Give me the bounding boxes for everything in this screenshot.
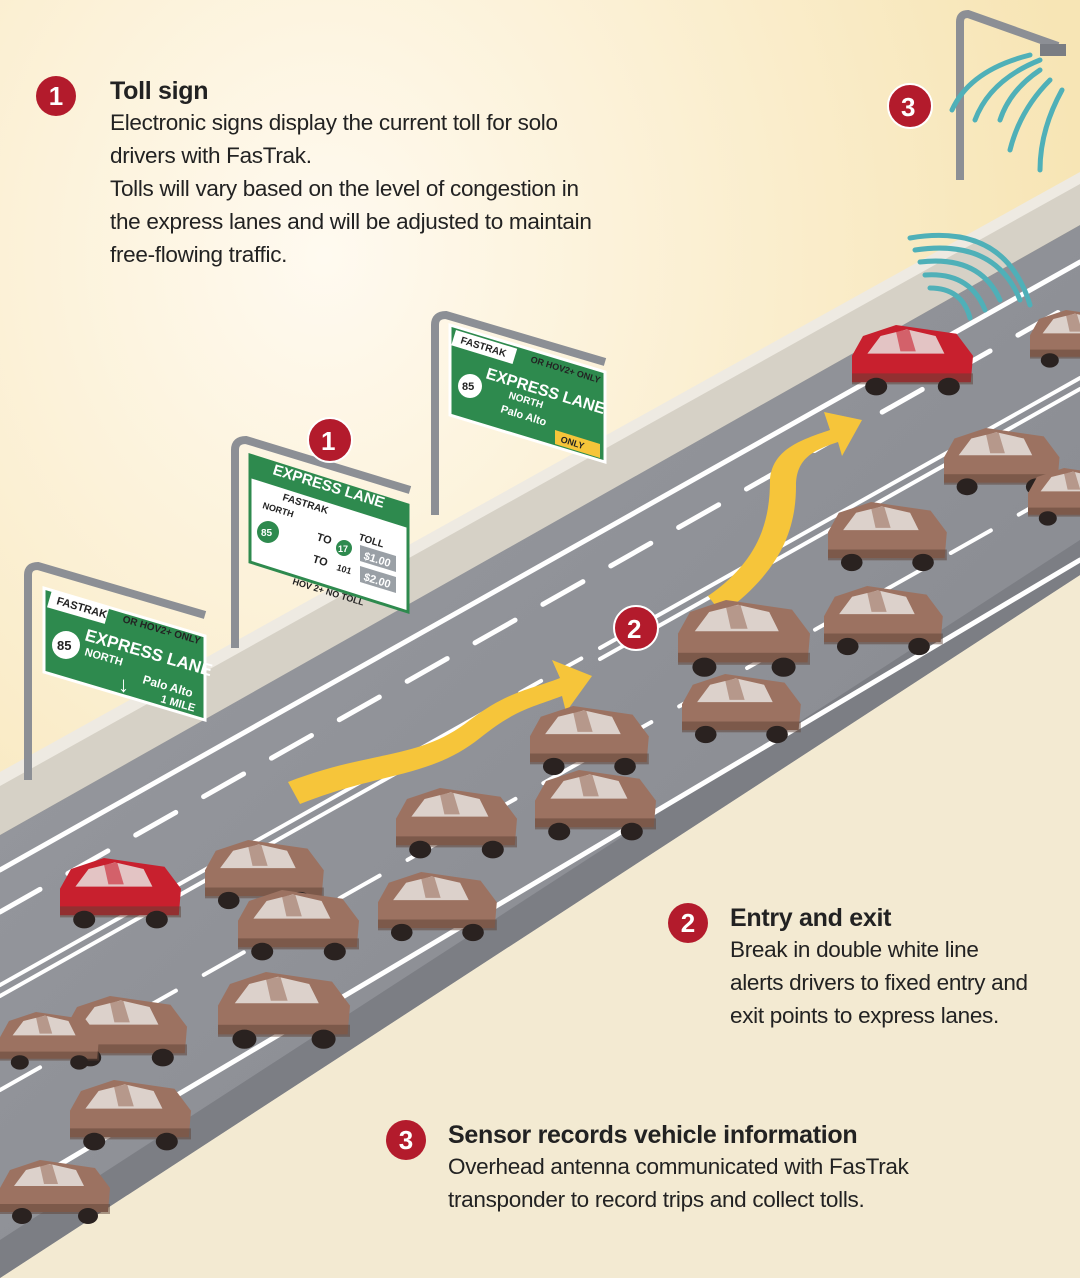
barrier-top (0, 172, 1080, 786)
callout-number-badge: 1 (36, 76, 76, 116)
callout-text-line: transponder to record trips and collect … (448, 1187, 865, 1212)
svg-text:TO: TO (315, 531, 333, 547)
down-arrow-icon: ↓ (118, 672, 129, 697)
signal-waves-icon (907, 232, 1033, 321)
callout-text-line: drivers with FasTrak. (110, 143, 312, 168)
svg-text:TO: TO (311, 553, 329, 569)
callout-text-line: Electronic signs display the current tol… (110, 110, 558, 135)
callout-title: Toll sign (110, 77, 209, 105)
scene-badge-sensor: 3 (887, 83, 933, 129)
road-edge (0, 540, 1080, 1278)
svg-text:85: 85 (261, 528, 273, 539)
svg-text:1: 1 (321, 426, 335, 456)
curved-arrow-icon (708, 412, 862, 614)
callout-title: Entry and exit (730, 904, 892, 932)
svg-text:101: 101 (335, 562, 352, 576)
callout-text-line: the express lanes and will be adjusted t… (110, 209, 592, 234)
svg-text:85: 85 (57, 638, 71, 653)
signal-waves-icon (949, 52, 1065, 173)
callout-text-line: alerts drivers to fixed entry and (730, 970, 1028, 995)
svg-text:3: 3 (901, 92, 915, 122)
svg-text:2: 2 (627, 614, 641, 644)
svg-text:85: 85 (462, 381, 474, 393)
callout-number-badge: 3 (386, 1120, 426, 1160)
svg-text:17: 17 (338, 544, 348, 554)
toll-sign-left: FASTRAK OR HOV2+ ONLY 85 EXPRESS LANE NO… (24, 561, 214, 780)
callout-text-line: free-flowing traffic. (110, 242, 288, 267)
scene-badge-toll-sign: 1 (307, 417, 353, 463)
callout-text-line: Break in double white line (730, 937, 979, 962)
scene-badge-entry-exit: 2 (613, 605, 659, 651)
toll-sign-middle: EXPRESS LANE FASTRAK NORTH 85 TOLL TO 17… (231, 435, 412, 648)
sensor-gantry (956, 9, 1066, 180)
callout-text-line: exit points to express lanes. (730, 1003, 999, 1028)
callout-text-line: Overhead antenna communicated with FasTr… (448, 1154, 909, 1179)
callout-title: Sensor records vehicle information (448, 1121, 858, 1149)
toll-sign-right: FASTRAK OR HOV2+ ONLY 85 EXPRESS LANE NO… (431, 310, 607, 515)
curved-arrow-icon (288, 660, 592, 804)
route-shield-icon (458, 374, 482, 398)
barrier-wall (0, 180, 1080, 835)
route-shield-icon (52, 631, 80, 659)
callout-text-line: Tolls will vary based on the level of co… (110, 176, 579, 201)
callout-number-badge: 2 (668, 903, 708, 943)
